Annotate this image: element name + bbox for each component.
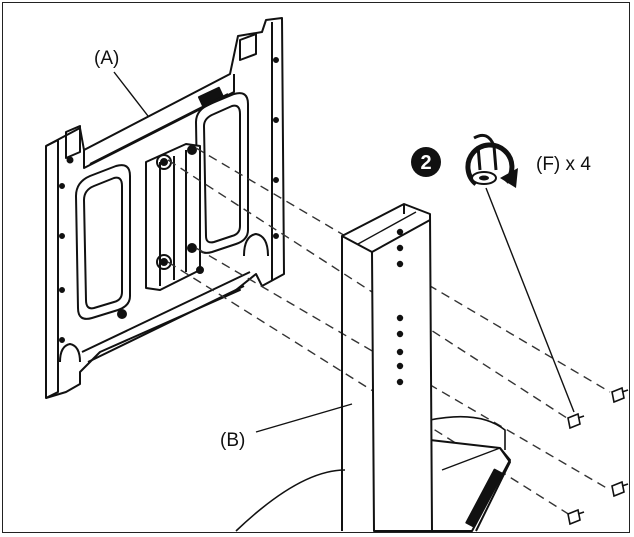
screw-f-4 bbox=[567, 508, 585, 526]
screw-f-1 bbox=[567, 412, 585, 430]
label-part-a: (A) bbox=[94, 48, 119, 69]
step-number: 2 bbox=[420, 152, 431, 174]
leader-lines bbox=[113, 71, 575, 433]
step-badge: 2 bbox=[411, 147, 441, 177]
stand-post-b bbox=[235, 203, 511, 532]
label-screw-count: (F) x 4 bbox=[536, 154, 591, 175]
label-part-b: (B) bbox=[220, 430, 245, 451]
screw-f-3 bbox=[611, 480, 629, 498]
wall-bracket-a bbox=[45, 17, 285, 399]
diagram-frame bbox=[2, 2, 630, 533]
tighten-screw-icon bbox=[465, 133, 518, 188]
screw-f-2 bbox=[611, 386, 629, 404]
